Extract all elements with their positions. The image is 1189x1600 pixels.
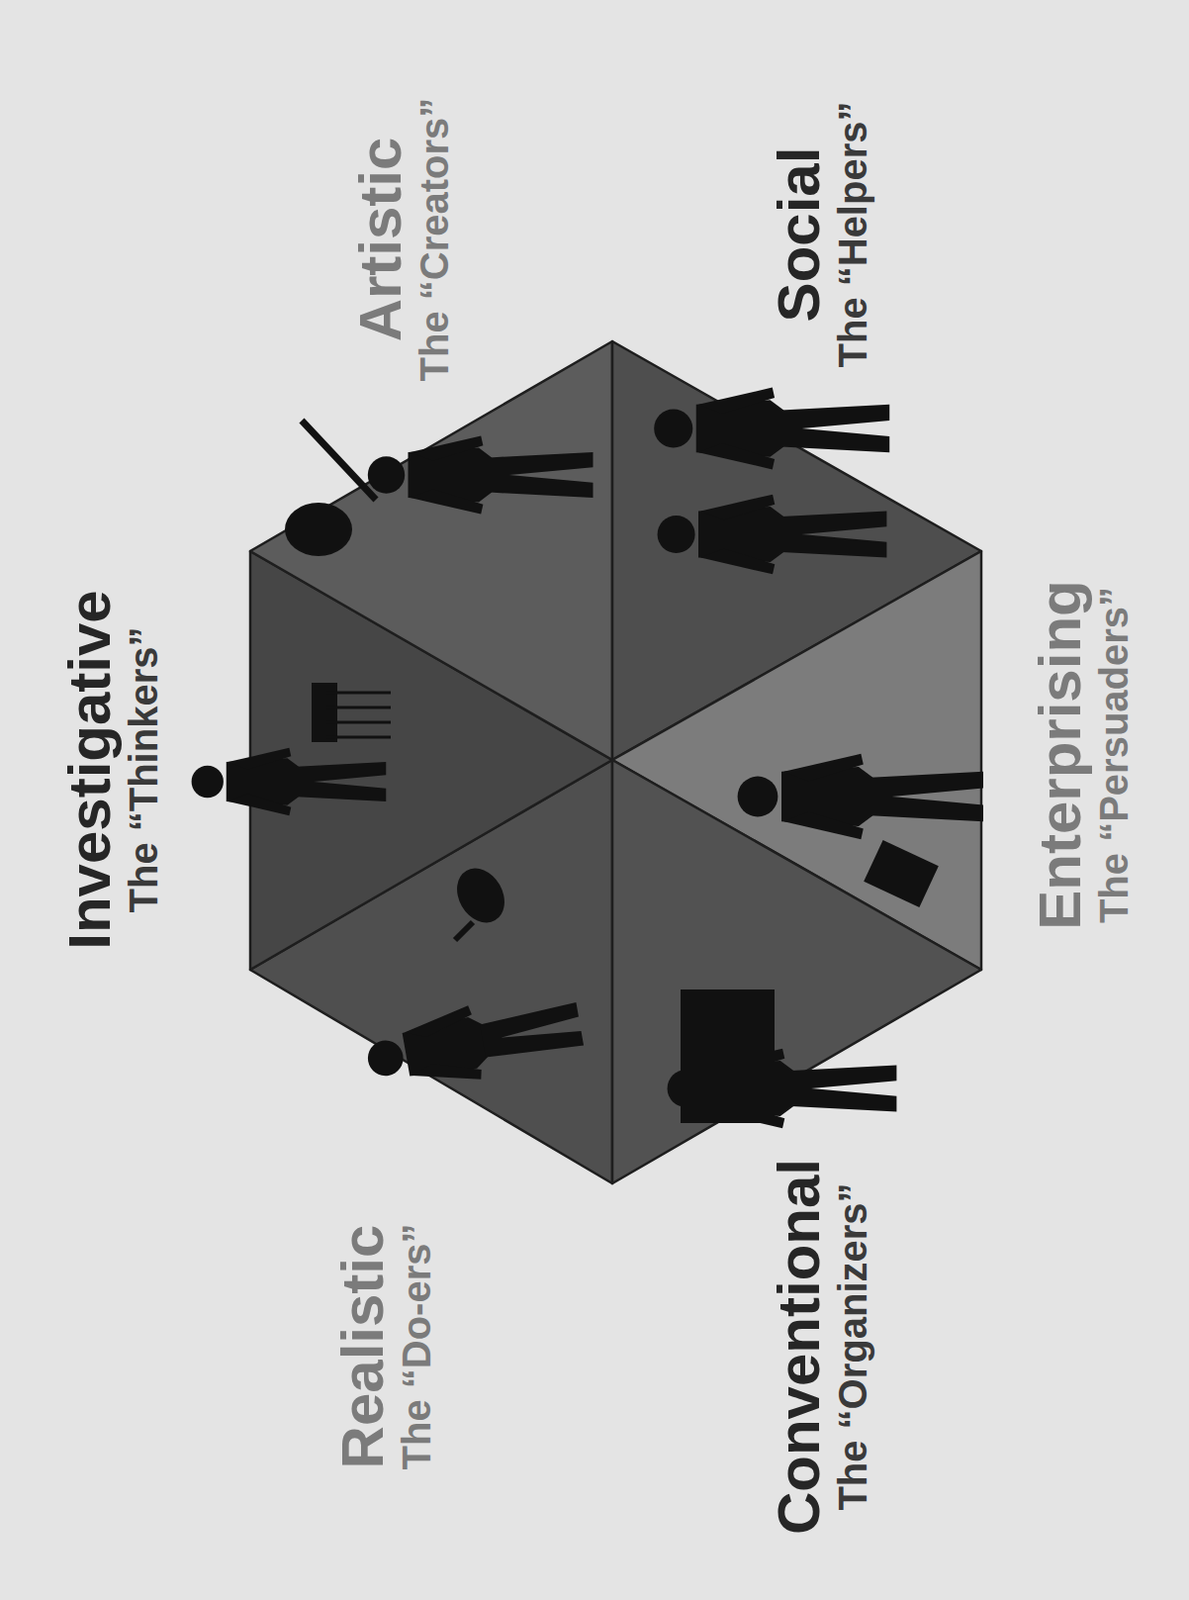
seated-thinker: [191, 682, 391, 816]
hexagon-sector: SocialThe “Helpers”: [612, 341, 982, 760]
businessperson: [737, 753, 984, 908]
sector-shape: [250, 550, 613, 970]
sector-label: SocialThe “Helpers”: [767, 101, 875, 368]
tennis-player: [362, 859, 587, 1098]
sector-triangle: [250, 759, 613, 1184]
hexagon-sector: RealisticThe “Do-ers”: [250, 759, 613, 1184]
type-name: Conventional: [767, 1158, 832, 1535]
type-nickname: The “Persuaders”: [1093, 579, 1136, 929]
type-nickname: The “Organizers”: [831, 1158, 875, 1535]
sector-triangle: [612, 550, 982, 970]
type-nickname: The “Helpers”: [831, 101, 875, 368]
sector-label: ConventionalThe “Organizers”: [767, 1158, 875, 1535]
sector-shape: [612, 341, 982, 760]
hexagon-sector: ConventionalThe “Organizers”: [612, 759, 982, 1184]
type-name: Enterprising: [1028, 579, 1094, 929]
sector-label: ArtisticThe “Creators”: [349, 97, 457, 382]
sector-shape: [250, 341, 613, 760]
type-name: Realistic: [331, 1223, 396, 1470]
hexagon-sector: InvestigativeThe “Thinkers”: [250, 550, 613, 970]
type-nickname: The “Do-ers”: [395, 1223, 439, 1470]
type-name: Investigative: [58, 589, 123, 950]
sector-triangle: [612, 341, 982, 760]
sector-shape: [612, 759, 982, 1184]
organizer: [667, 989, 898, 1128]
guitarist: [284, 420, 594, 556]
sector-shape: [612, 550, 982, 970]
sector-triangle: [612, 759, 982, 1184]
type-name: Artistic: [349, 97, 414, 382]
sector-triangle: [250, 341, 613, 760]
hexagon-sector: ArtisticThe “Creators”: [250, 341, 613, 760]
type-nickname: The “Thinkers”: [122, 589, 166, 950]
hexagon-sector: EnterprisingThe “Persuaders”: [612, 550, 982, 970]
sector-label: InvestigativeThe “Thinkers”: [58, 589, 166, 950]
type-nickname: The “Creators”: [413, 97, 457, 382]
helpers: [653, 387, 890, 575]
sector-triangle: [250, 550, 613, 970]
sector-label: EnterprisingThe “Persuaders”: [1028, 579, 1136, 929]
sector-label: RealisticThe “Do-ers”: [331, 1223, 439, 1470]
sector-shape: [250, 759, 613, 1184]
type-name: Social: [767, 101, 832, 368]
